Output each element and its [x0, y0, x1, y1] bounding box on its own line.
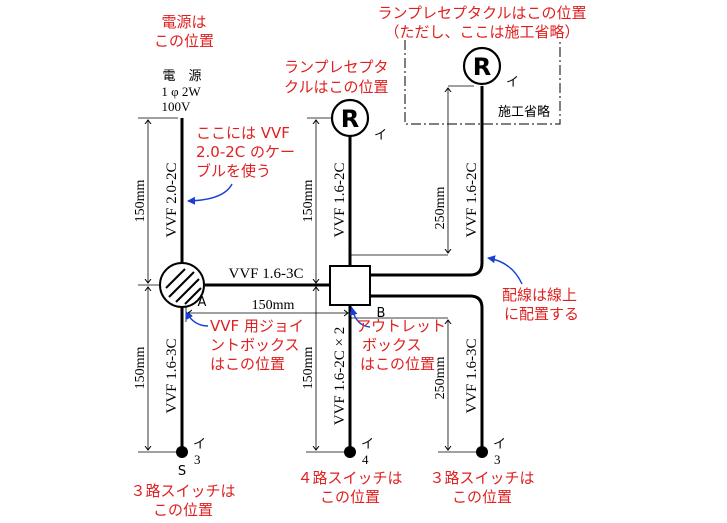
arrow-wiring-note	[487, 255, 523, 285]
cable-label-power: VVF 2.0-2C	[164, 162, 180, 237]
svg-text:３路スイッチは: ３路スイッチは	[130, 482, 235, 500]
switch-left-code-num: 3	[194, 452, 201, 467]
svg-text:に配置する: に配置する	[504, 305, 579, 323]
box-a-label: A	[198, 295, 207, 310]
switch-right-code-top: イ	[493, 436, 506, 451]
svg-text:VVF 用ジョイ: VVF 用ジョイ	[210, 317, 304, 335]
svg-text:この位置: この位置	[452, 488, 512, 506]
svg-text:ントボックス: ントボックス	[210, 336, 300, 354]
switch-mid-dot	[344, 446, 356, 458]
svg-text:ここには VVF: ここには VVF	[196, 124, 290, 142]
outlet-box-symbol	[329, 265, 371, 306]
switch-left-dot	[176, 446, 188, 458]
omitted-label: 施工省略	[498, 104, 550, 119]
wire-lamp-far	[370, 86, 484, 277]
wiring-note: 配線は線上 に配置する	[502, 286, 579, 323]
lamp-receptacle-near: R	[330, 98, 370, 138]
lamp-far-symbol: R	[473, 53, 491, 81]
power-location-note: 電源は この位置	[154, 13, 214, 50]
svg-text:この位置: この位置	[153, 501, 213, 519]
svg-text:３路スイッチは: ３路スイッチは	[429, 469, 534, 487]
svg-text:この位置: この位置	[320, 488, 380, 506]
svg-text:アウトレット: アウトレット	[356, 317, 446, 335]
svg-text:1 φ 2W: 1 φ 2W	[161, 84, 201, 99]
dim-joint-to-outlet: 150mm	[252, 298, 295, 313]
svg-text:100V: 100V	[162, 99, 192, 114]
dim-lamp-far: 250mm	[433, 187, 448, 230]
lamp-far-note: ランプレセプタクルはこの位置 （ただし、ここは施工省略）	[377, 4, 586, 41]
arrow-outlet-box-note	[349, 307, 371, 328]
switch-left-code-top: イ	[193, 436, 206, 451]
dim-power-drop: 150mm	[133, 180, 148, 223]
lamp-far-code: イ	[506, 74, 519, 89]
lamp-receptacle-far: R	[462, 46, 502, 86]
svg-text:はこの位置: はこの位置	[210, 355, 285, 373]
svg-text:電源は: 電源は	[161, 13, 206, 31]
svg-text:電 源: 電 源	[162, 68, 201, 83]
arrow-cable-note	[187, 183, 233, 205]
cable-label-horizontal: VVF 1.6-3C	[228, 266, 303, 282]
switch-left-s-label: S	[178, 464, 186, 479]
switch-mid-code-num: 4	[362, 452, 369, 467]
outlet-box-note: アウトレット ボックス はこの位置	[356, 317, 446, 373]
wiring-lines	[180, 86, 484, 452]
cable-label-lamp-far: VVF 1.6-2C	[464, 162, 480, 237]
joint-box-symbol	[159, 262, 205, 308]
joint-box-note: VVF 用ジョイ ントボックス はこの位置	[210, 317, 304, 373]
cable-label-right-down: VVF 1.6-3C	[464, 338, 480, 413]
lamp-near-symbol: R	[341, 105, 359, 133]
svg-text:ランプレセプタ: ランプレセプタ	[284, 58, 389, 76]
svg-text:ランプレセプタクルはこの位置: ランプレセプタクルはこの位置	[377, 4, 586, 22]
cable-label-lamp-near: VVF 1.6-2C	[332, 162, 348, 237]
switch-right-note: ３路スイッチは この位置	[429, 469, 534, 506]
lamp-near-note: ランプレセプタ クルはこの位置	[284, 58, 389, 96]
dim-lamp-near: 150mm	[301, 180, 316, 223]
svg-text:ボックス: ボックス	[362, 336, 422, 354]
svg-text:この位置: この位置	[154, 32, 214, 50]
switch-right-code-num: 3	[494, 452, 501, 467]
cable-label-mid-down: VVF 1.6-2C × 2	[332, 327, 348, 425]
omitted-section-outline	[404, 40, 561, 125]
cable-note: ここには VVF 2.0-2C のケー ブルを使う	[196, 124, 295, 180]
wire-right-switch	[370, 294, 484, 452]
pointer-arrows	[185, 183, 523, 328]
switch-mid-note: ４路スイッチは この位置	[297, 469, 402, 506]
switch-left-note: ３路スイッチは この位置	[130, 482, 235, 519]
svg-text:2.0-2C のケー: 2.0-2C のケー	[196, 143, 295, 161]
svg-text:クルはこの位置: クルはこの位置	[284, 78, 389, 96]
dim-mid-switch: 150mm	[301, 347, 316, 390]
switch-right-dot	[476, 446, 488, 458]
svg-text:ブルを使う: ブルを使う	[196, 162, 271, 180]
svg-text:配線は線上: 配線は線上	[502, 286, 577, 304]
switch-mid-code-top: イ	[361, 436, 374, 451]
arrow-joint-box-note	[185, 311, 209, 327]
power-source-label: 電 源 1 φ 2W 100V	[161, 68, 201, 114]
svg-text:はこの位置: はこの位置	[360, 355, 435, 373]
dim-left-switch: 150mm	[133, 347, 148, 390]
lamp-near-code: イ	[374, 127, 387, 142]
box-b-label: B	[377, 306, 386, 321]
cable-label-left-down: VVF 1.6-3C	[164, 338, 180, 413]
svg-text:（ただし、ここは施工省略）: （ただし、ここは施工省略）	[384, 23, 579, 41]
svg-text:４路スイッチは: ４路スイッチは	[297, 469, 402, 487]
dim-right-switch: 250mm	[433, 357, 448, 400]
